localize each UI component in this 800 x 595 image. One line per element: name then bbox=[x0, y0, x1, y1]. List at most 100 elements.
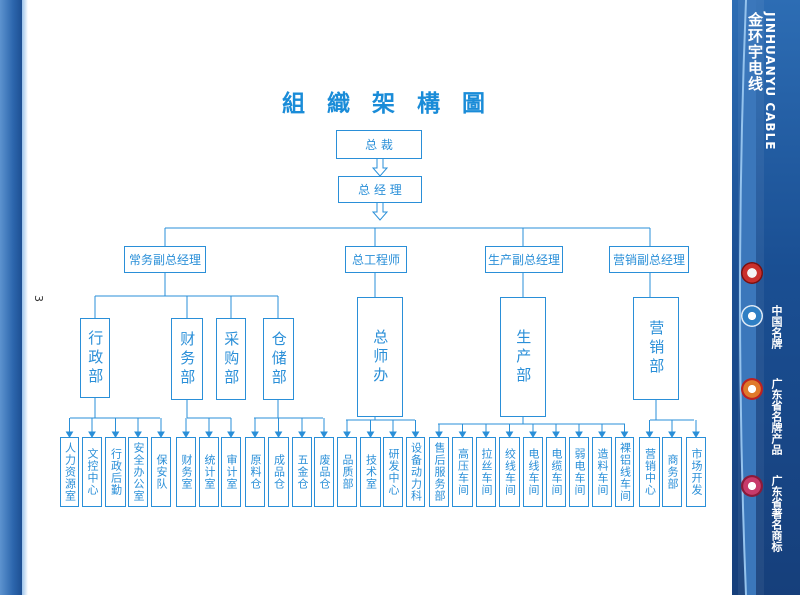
unit-label: 行政后勤 bbox=[109, 448, 123, 496]
unit-safety-office: 安全办公室 bbox=[128, 437, 148, 507]
unit-marketing-center: 营销中心 bbox=[639, 437, 660, 507]
unit-connector-arrowhead bbox=[411, 431, 420, 438]
unit-connector-arrowhead bbox=[389, 431, 397, 438]
division-label: 总工程师 bbox=[351, 253, 400, 267]
dept-production: 生产部 bbox=[500, 297, 546, 417]
unit-label: 研发中心 bbox=[387, 448, 401, 496]
unit-scrap-store: 废品仓 bbox=[314, 437, 334, 507]
unit-label: 人力资源室 bbox=[63, 442, 77, 502]
unit-security-team: 保安队 bbox=[151, 437, 171, 507]
unit-connector-arrowhead bbox=[692, 431, 700, 438]
left-stripe-highlight bbox=[22, 0, 28, 595]
unit-low-voltage-workshop: 弱电车间 bbox=[569, 437, 589, 507]
unit-connector-arrowhead bbox=[157, 431, 165, 438]
unit-label: 电缆车间 bbox=[550, 448, 564, 496]
unit-label: 技术室 bbox=[364, 454, 378, 490]
dept-label: 仓储部 bbox=[269, 330, 288, 388]
famous-trademark-badge-icon bbox=[741, 475, 763, 497]
unit-label: 财务室 bbox=[180, 454, 194, 490]
unit-quality-dept: 品质部 bbox=[337, 437, 357, 507]
unit-connector-arrowhead bbox=[182, 431, 190, 438]
unit-connector-arrowhead bbox=[343, 431, 351, 438]
unit-connector-arrowhead bbox=[645, 431, 654, 438]
unit-after-sales: 售后服务部 bbox=[429, 437, 449, 507]
unit-label: 电线车间 bbox=[527, 448, 541, 496]
unit-connector-arrowhead bbox=[274, 431, 283, 438]
division-exec-vp: 常务副总经理 bbox=[124, 246, 206, 273]
dept-label: 财务部 bbox=[178, 330, 197, 388]
unit-connector-arrowhead bbox=[668, 431, 676, 438]
dept-label: 营销部 bbox=[647, 320, 666, 377]
unit-label: 安全办公室 bbox=[132, 442, 146, 502]
unit-hardware-store: 五金仓 bbox=[292, 437, 312, 507]
unit-label: 文控中心 bbox=[86, 448, 100, 496]
unit-label: 市场开发 bbox=[690, 448, 704, 496]
unit-label: 弱电车间 bbox=[573, 448, 587, 496]
unit-connector-arrowhead bbox=[458, 431, 467, 438]
unit-cable-workshop: 电缆车间 bbox=[546, 437, 566, 507]
dept-label: 行政部 bbox=[86, 329, 105, 387]
unit-label: 品质部 bbox=[341, 454, 355, 490]
cert-logo-icon bbox=[741, 262, 763, 284]
unit-connector-arrowhead bbox=[111, 431, 120, 438]
unit-connector-arrowhead bbox=[134, 431, 142, 438]
unit-audit-office: 审计室 bbox=[221, 437, 241, 507]
dept-label: 总师办 bbox=[371, 328, 390, 386]
unit-doc-control: 文控中心 bbox=[82, 437, 102, 507]
division-marketing-vp: 营销副总经理 bbox=[609, 246, 689, 273]
unit-raw-material-store: 原料仓 bbox=[245, 437, 265, 507]
unit-label: 保安队 bbox=[155, 454, 169, 490]
unit-high-voltage-workshop: 高压车间 bbox=[452, 437, 473, 507]
division-chief-engineer: 总工程师 bbox=[345, 246, 407, 273]
division-production-vp: 生产副总经理 bbox=[485, 246, 563, 273]
china-brand-badge-icon bbox=[741, 305, 763, 327]
unit-label: 审计室 bbox=[225, 454, 239, 490]
unit-drawing-workshop: 拉丝车间 bbox=[476, 437, 496, 507]
unit-finished-goods-store: 成品仓 bbox=[268, 437, 289, 507]
unit-label: 拉丝车间 bbox=[480, 448, 494, 496]
unit-connector-arrowhead bbox=[251, 431, 259, 438]
unit-connector-arrowhead bbox=[620, 431, 629, 438]
page-title: 組 織 架 構 圖 bbox=[282, 90, 493, 117]
unit-label: 售后服务部 bbox=[433, 442, 447, 502]
unit-rnd-center: 研发中心 bbox=[383, 437, 403, 507]
unit-connector-arrowhead bbox=[227, 431, 235, 438]
unit-compound-workshop: 造料车间 bbox=[592, 437, 612, 507]
ceo-box: 总 裁 bbox=[336, 130, 422, 159]
unit-finance-office: 财务室 bbox=[176, 437, 196, 507]
dept-purchasing: 采购部 bbox=[216, 318, 246, 400]
unit-connector-arrowhead bbox=[575, 431, 583, 438]
unit-label: 废品仓 bbox=[318, 454, 332, 490]
division-label: 常务副总经理 bbox=[128, 253, 201, 267]
unit-statistics-office: 统计室 bbox=[199, 437, 219, 507]
unit-label: 营销中心 bbox=[643, 448, 657, 496]
cert-text-3: 广东省著名商标 bbox=[770, 475, 783, 552]
unit-connector-arrowhead bbox=[320, 431, 328, 438]
unit-connector-arrowhead bbox=[552, 431, 560, 438]
unit-business-dept: 商务部 bbox=[662, 437, 682, 507]
unit-label: 裸铝线车间 bbox=[618, 442, 632, 502]
unit-bare-aluminum-workshop: 裸铝线车间 bbox=[615, 437, 634, 507]
unit-connector-arrowhead bbox=[88, 431, 96, 438]
unit-label: 统计室 bbox=[203, 454, 217, 490]
unit-label: 商务部 bbox=[666, 454, 680, 490]
unit-connector-arrowhead bbox=[366, 431, 375, 438]
unit-label: 设备动力科 bbox=[409, 442, 423, 502]
cert-text-2: 广东省名牌产品 bbox=[770, 378, 783, 455]
division-label: 生产副总经理 bbox=[487, 253, 560, 267]
unit-admin-logistics: 行政后勤 bbox=[105, 437, 126, 507]
unit-tech-office: 技术室 bbox=[360, 437, 381, 507]
unit-label: 造料车间 bbox=[596, 448, 610, 496]
unit-equipment-power: 设备动力科 bbox=[406, 437, 425, 507]
unit-label: 原料仓 bbox=[249, 454, 263, 490]
dept-warehouse: 仓储部 bbox=[263, 318, 294, 400]
unit-stranding-workshop: 绞线车间 bbox=[499, 437, 520, 507]
cert-text-1: 中国名牌 bbox=[770, 305, 783, 349]
gm-label: 总 经 理 bbox=[358, 183, 402, 197]
unit-market-development: 市场开发 bbox=[686, 437, 706, 507]
brand-name-cn: 金环宇电线 bbox=[746, 12, 764, 92]
unit-hr-office: 人力资源室 bbox=[60, 437, 79, 507]
unit-connector-arrowhead bbox=[529, 431, 537, 438]
unit-connector-arrowhead bbox=[65, 431, 74, 438]
right-panel-curve bbox=[739, 0, 756, 595]
